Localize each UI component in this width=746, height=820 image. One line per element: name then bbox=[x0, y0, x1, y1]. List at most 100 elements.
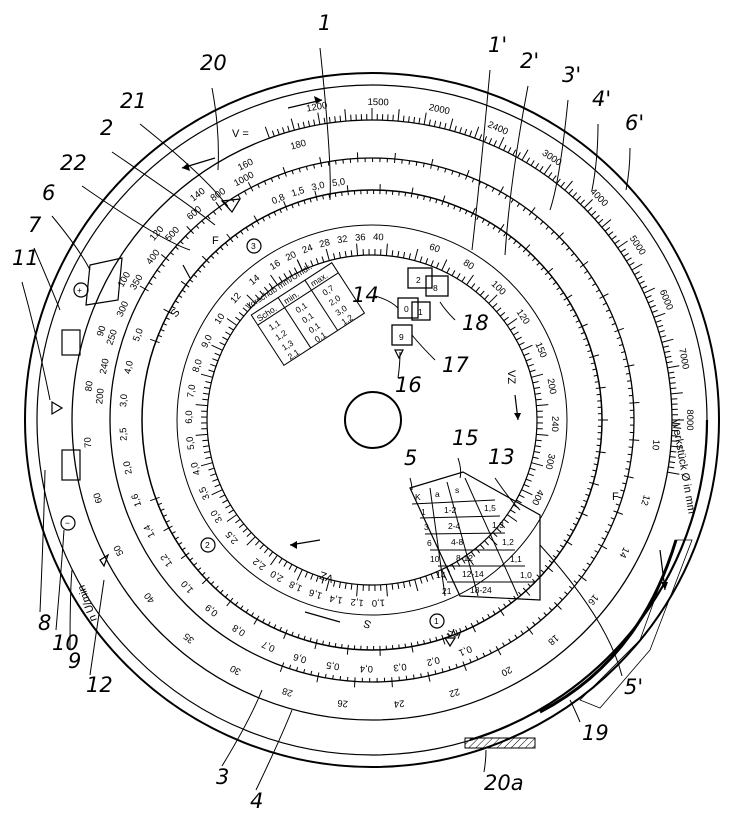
leader-line bbox=[69, 569, 73, 651]
scale-tick bbox=[578, 511, 588, 517]
scale-number: 80 bbox=[461, 258, 476, 273]
scale-tick bbox=[525, 358, 532, 362]
scale-tick bbox=[410, 187, 414, 198]
scale-tick bbox=[669, 382, 676, 384]
scale-tick bbox=[342, 159, 344, 164]
scale-tick bbox=[328, 641, 331, 647]
scale-tick bbox=[583, 199, 593, 209]
scale-tick bbox=[548, 607, 553, 611]
reference-numeral: 20 bbox=[200, 51, 227, 75]
scale-tick bbox=[204, 386, 211, 389]
scale-tick bbox=[171, 305, 176, 309]
scale-tick bbox=[282, 167, 287, 177]
scale-tick bbox=[664, 350, 671, 353]
scale-tick bbox=[628, 387, 633, 390]
minus-mark: − bbox=[65, 518, 70, 528]
scale-tick bbox=[310, 573, 314, 580]
scale-number: 7,0 bbox=[185, 384, 198, 399]
scale-tick bbox=[262, 618, 265, 623]
scale-tick bbox=[246, 532, 252, 537]
scale-tick bbox=[328, 116, 331, 123]
scale-number: 1,4 bbox=[142, 523, 158, 540]
scale-tick bbox=[391, 250, 394, 257]
scale-number: 28 bbox=[281, 685, 294, 699]
reference-numeral: 13 bbox=[488, 445, 515, 469]
scale-tick bbox=[512, 149, 517, 156]
scale-number: 30 bbox=[228, 662, 243, 677]
scale-tick bbox=[297, 202, 300, 207]
scale-tick bbox=[522, 244, 531, 253]
scale-tick bbox=[513, 331, 519, 336]
scale-tick bbox=[291, 631, 294, 636]
scale-tick bbox=[451, 170, 454, 175]
scale-tick bbox=[506, 514, 518, 522]
scale-tick bbox=[559, 544, 564, 548]
scale-tick bbox=[201, 576, 210, 585]
scale-tick bbox=[641, 285, 648, 289]
scale-tick bbox=[267, 214, 271, 219]
scale-tick bbox=[397, 582, 400, 589]
scale-tick bbox=[414, 579, 419, 592]
scale-number: 6,0 bbox=[184, 410, 195, 423]
scale-tick bbox=[459, 207, 462, 212]
scale-tick bbox=[414, 248, 419, 261]
scale-tick bbox=[315, 258, 319, 265]
scale-tick bbox=[277, 175, 280, 180]
scale-tick bbox=[485, 184, 488, 189]
scale-tick bbox=[591, 210, 597, 216]
scale-tick bbox=[451, 270, 456, 276]
scale-tick bbox=[444, 122, 447, 130]
scale-tick bbox=[297, 122, 300, 130]
scale-tick bbox=[481, 218, 485, 223]
scale-tick bbox=[210, 581, 215, 585]
scale-tick bbox=[341, 643, 343, 649]
scale-tick bbox=[492, 303, 498, 308]
scale-tick bbox=[245, 227, 249, 232]
scale-tick bbox=[583, 499, 588, 503]
s-upper-label: S bbox=[169, 307, 183, 320]
leader-line bbox=[81, 185, 191, 251]
k-table-cell: 2-4 bbox=[448, 521, 461, 531]
reference-numerals: 11'2'3'4'6'20212226711141817161513581091… bbox=[12, 11, 644, 813]
scale-number: 1,2 bbox=[159, 552, 176, 569]
scale-tick bbox=[195, 404, 208, 407]
scale-tick bbox=[297, 633, 300, 638]
scale-tick bbox=[160, 328, 165, 332]
scale-tick bbox=[589, 354, 600, 359]
scale-number: 500 bbox=[163, 225, 182, 244]
k-table-cell: 1,5 bbox=[484, 503, 496, 513]
scale-tick bbox=[439, 121, 442, 128]
scale-number: 40 bbox=[373, 232, 384, 243]
scale-tick bbox=[208, 467, 215, 471]
scale-tick bbox=[180, 280, 190, 288]
scale-tick bbox=[404, 192, 407, 197]
scale-tick bbox=[242, 527, 248, 533]
scale-tick bbox=[585, 493, 590, 497]
scale-tick bbox=[563, 539, 573, 546]
scale-tick bbox=[470, 622, 476, 633]
k-table-cell: 8-12 bbox=[456, 553, 473, 563]
reference-numeral: 7 bbox=[28, 213, 42, 237]
leader-line bbox=[51, 215, 91, 271]
scale-tick bbox=[391, 583, 394, 590]
scale-tick bbox=[246, 294, 256, 304]
scale-number: 2,5 bbox=[224, 529, 241, 546]
scale-tick bbox=[225, 504, 231, 509]
scale-tick bbox=[510, 509, 516, 514]
scale-number: 12 bbox=[228, 291, 243, 306]
scale-tick bbox=[436, 571, 440, 578]
scale-tick bbox=[246, 536, 256, 546]
scale-tick bbox=[278, 276, 283, 282]
scale-tick bbox=[534, 445, 541, 448]
scale-tick bbox=[622, 482, 627, 485]
scale-tick bbox=[325, 248, 330, 261]
scale-tick bbox=[435, 636, 438, 641]
scale-tick bbox=[441, 668, 444, 673]
leader-line bbox=[409, 477, 413, 491]
scale-tick bbox=[518, 494, 525, 499]
scale-tick bbox=[268, 283, 274, 289]
scale-tick bbox=[552, 281, 557, 286]
scale-tick bbox=[235, 601, 239, 606]
scale-tick bbox=[189, 279, 194, 283]
scale-number: 18 bbox=[546, 632, 561, 647]
